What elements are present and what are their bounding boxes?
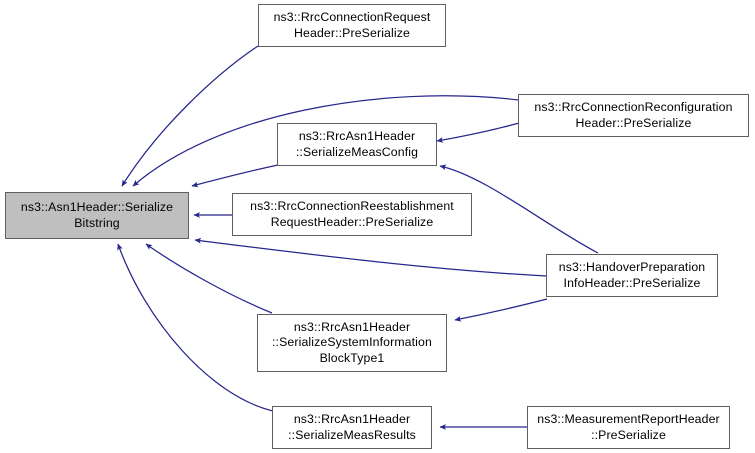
node-measurement-report-header[interactable]: ns3::MeasurementReportHeader ::PreSerial… [527, 406, 730, 449]
edge-rrc-connection-request-to-serialize-bitstring [121, 45, 259, 187]
node-rrc-connection-reestablishment-request-header-label: ns3::RrcConnectionReestablishment Reques… [250, 199, 454, 229]
edge-serialize-system-information-block-type1-to-serialize-bitstring [145, 243, 273, 314]
node-serialize-meas-config[interactable]: ns3::RrcAsn1Header ::SerializeMeasConfig [277, 123, 437, 166]
node-rrc-connection-reestablishment-request-header[interactable]: ns3::RrcConnectionReestablishment Reques… [232, 193, 472, 236]
edge-handover-preparation-to-serialize-bitstring [194, 237, 548, 277]
node-serialize-meas-results[interactable]: ns3::RrcAsn1Header ::SerializeMeasResult… [272, 406, 432, 449]
node-serialize-meas-config-label: ns3::RrcAsn1Header ::SerializeMeasConfig [295, 129, 419, 159]
node-serialize-meas-results-label: ns3::RrcAsn1Header ::SerializeMeasResult… [288, 412, 416, 442]
edge-serialize-meas-results-to-serialize-bitstring [117, 243, 274, 412]
node-serialize-system-information-block-type1[interactable]: ns3::RrcAsn1Header ::SerializeSystemInfo… [257, 314, 447, 372]
node-rrc-connection-request-header[interactable]: ns3::RrcConnectionRequest Header::PreSer… [258, 4, 446, 47]
node-rrc-connection-reconfiguration-header-label: ns3::RrcConnectionReconfiguration Header… [534, 100, 733, 130]
node-rrc-connection-reconfiguration-header[interactable]: ns3::RrcConnectionReconfiguration Header… [518, 94, 749, 137]
node-serialize-system-information-block-type1-label: ns3::RrcAsn1Header ::SerializeSystemInfo… [272, 320, 432, 365]
node-serialize-bitstring-label: ns3::Asn1Header::Serialize Bitstring [20, 200, 174, 230]
node-handover-preparation-info-header-label: ns3::HandoverPreparation InfoHeader::Pre… [558, 260, 706, 290]
node-serialize-bitstring[interactable]: ns3::Asn1Header::Serialize Bitstring [5, 192, 189, 239]
edge-rrc-connection-reconfiguration-to-serialize-meas-config [436, 122, 520, 143]
edge-serialize-meas-config-to-serialize-bitstring [191, 164, 279, 188]
edge-handover-preparation-to-serialize-system-information-block-type1 [454, 298, 548, 322]
node-measurement-report-header-label: ns3::MeasurementReportHeader ::PreSerial… [537, 412, 720, 442]
node-handover-preparation-info-header[interactable]: ns3::HandoverPreparation InfoHeader::Pre… [546, 254, 718, 297]
node-rrc-connection-request-header-label: ns3::RrcConnectionRequest Header::PreSer… [273, 10, 431, 40]
